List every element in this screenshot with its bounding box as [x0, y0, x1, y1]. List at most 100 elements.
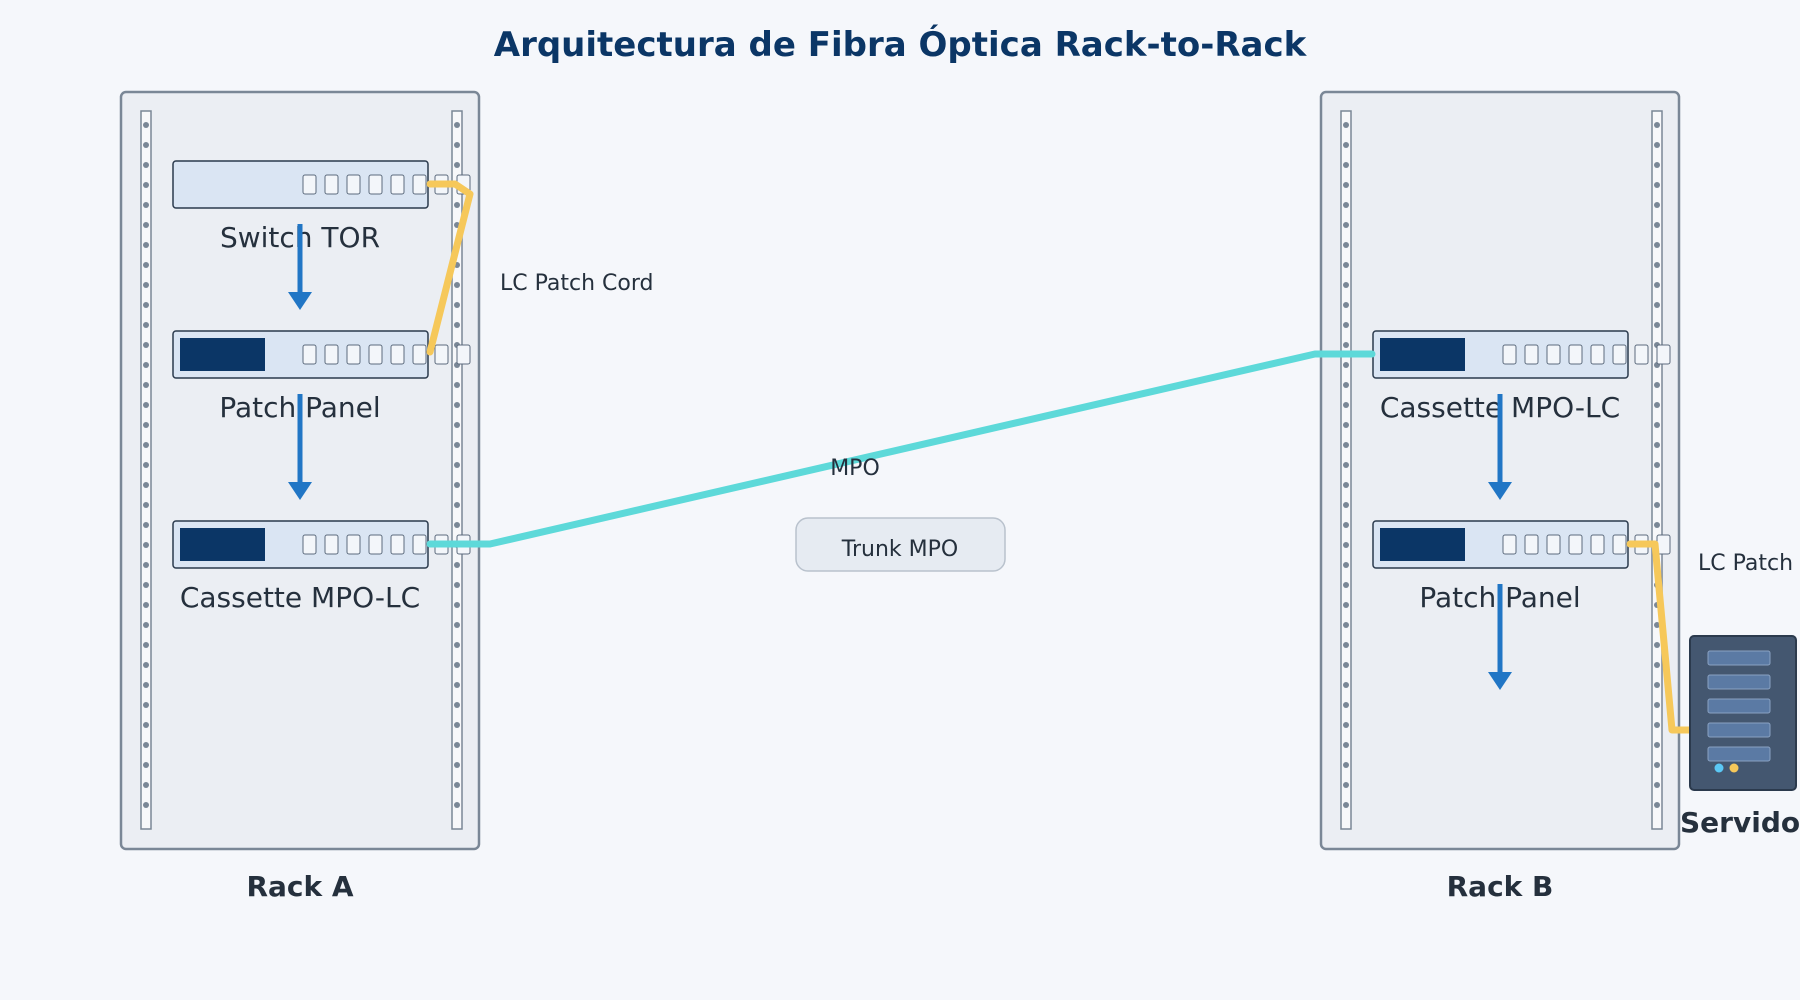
rail-hole [454, 582, 460, 588]
rail-hole [1654, 382, 1660, 388]
rail-hole [143, 282, 149, 288]
mpo-module [180, 528, 265, 561]
fiber-port [434, 344, 449, 365]
rail-hole [1343, 762, 1349, 768]
flow-arrow [288, 394, 312, 500]
rail-hole [454, 502, 460, 508]
rail-hole [143, 622, 149, 628]
rail-hole [143, 662, 149, 668]
rail-hole [454, 202, 460, 208]
rail-hole [143, 542, 149, 548]
rail-hole [143, 642, 149, 648]
fiber-port [1568, 534, 1583, 555]
rail-hole [1343, 682, 1349, 688]
rail-hole [454, 402, 460, 408]
fiber-port [412, 174, 427, 195]
fiber-port [302, 344, 317, 365]
fiber-port [324, 534, 339, 555]
rail-hole [143, 742, 149, 748]
trunk-mpo-callout: Trunk MPO [795, 517, 1006, 572]
rail-hole [1343, 342, 1349, 348]
rail-hole [143, 802, 149, 808]
rail-hole [1654, 262, 1660, 268]
rail-hole [454, 282, 460, 288]
rail-hole [1654, 762, 1660, 768]
rack-rail [140, 110, 152, 830]
rail-hole [143, 322, 149, 328]
rail-hole [143, 442, 149, 448]
rail-hole [1343, 742, 1349, 748]
rail-hole [1654, 642, 1660, 648]
drive-bay [1707, 650, 1771, 666]
rail-hole [454, 602, 460, 608]
fiber-port [1590, 534, 1605, 555]
fiber-port [1546, 344, 1561, 365]
cables [426, 180, 1694, 734]
rail-hole [1343, 402, 1349, 408]
rail-hole [1343, 302, 1349, 308]
rail-hole [1654, 522, 1660, 528]
fiber-port [346, 534, 361, 555]
rail-hole [1343, 202, 1349, 208]
diagram-title: Arquitectura de Fibra Óptica Rack-to-Rac… [494, 24, 1308, 65]
rail-hole [1654, 662, 1660, 668]
rail-hole [454, 382, 460, 388]
rail-hole [143, 122, 149, 128]
rack-label: Rack A [246, 870, 353, 903]
rail-hole [143, 222, 149, 228]
rail-hole [454, 642, 460, 648]
rail-hole [1654, 282, 1660, 288]
rail-hole [143, 462, 149, 468]
rail-hole [1343, 482, 1349, 488]
flow-arrow [288, 224, 312, 310]
rail-hole [143, 682, 149, 688]
fiber-port [346, 344, 361, 365]
rail-hole [143, 302, 149, 308]
rail-hole [454, 802, 460, 808]
status-led [1729, 763, 1739, 773]
drive-bay [1707, 698, 1771, 714]
lc-patch-cable [1626, 540, 1694, 734]
rail-hole [143, 342, 149, 348]
fiber-port [390, 534, 405, 555]
fiber-port [1612, 344, 1627, 365]
fiber-port [302, 534, 317, 555]
rail-hole [1654, 462, 1660, 468]
rail-hole [454, 322, 460, 328]
rail-hole [143, 402, 149, 408]
fiber-port [1502, 344, 1517, 365]
lc-patch-label: LC Patch [1698, 551, 1793, 576]
fiber-port [346, 174, 361, 195]
rail-hole [1654, 182, 1660, 188]
trunk-mpo-label: Trunk MPO [841, 537, 958, 562]
rail-hole [1343, 122, 1349, 128]
rail-hole [454, 562, 460, 568]
rail-hole [143, 362, 149, 368]
rack-rail [1651, 110, 1663, 830]
rail-hole [143, 722, 149, 728]
rail-hole [1343, 782, 1349, 788]
rail-hole [454, 742, 460, 748]
rail-hole [1343, 142, 1349, 148]
rail-hole [1343, 502, 1349, 508]
fiber-port [302, 174, 317, 195]
fiber-port [324, 174, 339, 195]
rail-hole [1343, 642, 1349, 648]
cassette-icon [1372, 330, 1671, 379]
rail-hole [454, 302, 460, 308]
switch-icon [172, 160, 471, 209]
rail-hole [143, 142, 149, 148]
rail-hole [1343, 602, 1349, 608]
rail-hole [1343, 222, 1349, 228]
rail-hole [143, 482, 149, 488]
fiber-port [368, 344, 383, 365]
rail-hole [1343, 262, 1349, 268]
rail-hole [1343, 182, 1349, 188]
rail-hole [1654, 742, 1660, 748]
lc-patch-cord-label: LC Patch Cord [500, 271, 653, 296]
rail-hole [1654, 722, 1660, 728]
drive-bay [1707, 746, 1771, 762]
rail-hole [454, 682, 460, 688]
